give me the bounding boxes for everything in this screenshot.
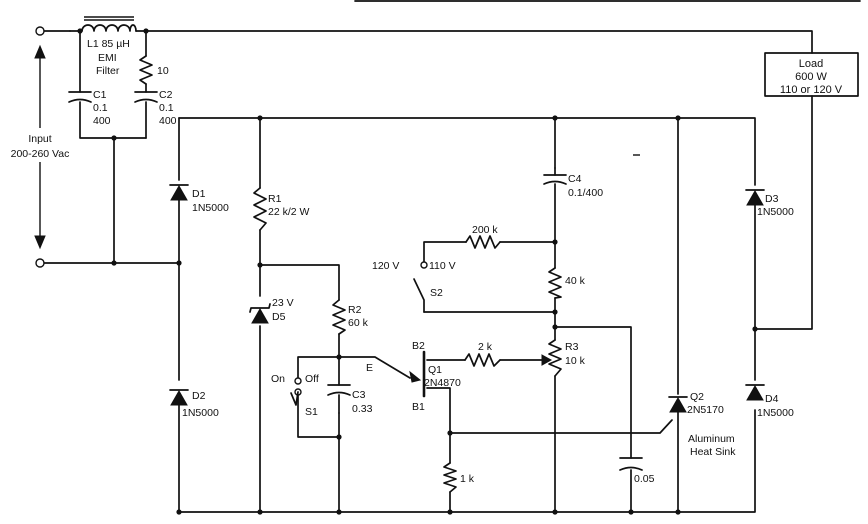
resistor-10-symbol bbox=[139, 55, 153, 85]
resistor-40k-symbol bbox=[548, 267, 562, 299]
d3-name: D3 bbox=[765, 193, 779, 205]
wiring bbox=[43, 30, 813, 513]
r2-name: R2 bbox=[348, 304, 362, 316]
r1-resistor-symbol bbox=[253, 187, 267, 231]
load-label: Load bbox=[799, 58, 823, 70]
resistor-10-label: 10 bbox=[157, 65, 169, 77]
r1-name: R1 bbox=[268, 193, 282, 205]
c3-name: C3 bbox=[352, 389, 366, 401]
load-voltage: 110 or 120 V bbox=[780, 84, 843, 96]
q1-b1-label: B1 bbox=[412, 401, 425, 413]
d1-name: D1 bbox=[192, 188, 206, 200]
resistor-40k-label: 40 k bbox=[565, 275, 586, 287]
c4-name: C4 bbox=[568, 173, 582, 185]
q2-scr-symbol bbox=[668, 396, 688, 413]
d2-name: D2 bbox=[192, 390, 206, 402]
s1-off-label: Off bbox=[305, 373, 319, 385]
c2-name: C2 bbox=[159, 89, 173, 101]
s1-name: S1 bbox=[305, 406, 318, 418]
s1-on-label: On bbox=[271, 373, 285, 385]
r2-resistor-symbol bbox=[332, 299, 346, 335]
resistor-2k-label: 2 k bbox=[478, 341, 493, 353]
d2-diode-symbol bbox=[169, 389, 189, 406]
c1-name: C1 bbox=[93, 89, 107, 101]
c3-capacitor-symbol bbox=[327, 384, 351, 414]
input-label-bg bbox=[6, 128, 76, 162]
c4-value: 0.1/400 bbox=[568, 187, 603, 199]
r3-name: R3 bbox=[565, 341, 579, 353]
c4-capacitor-symbol bbox=[543, 167, 567, 185]
heatsink-label-2: Heat Sink bbox=[690, 446, 736, 458]
q2-part: 2N5170 bbox=[687, 404, 724, 416]
input-voltage-label: 200-260 Vac bbox=[11, 148, 70, 160]
emi-label-1: EMI bbox=[98, 52, 117, 64]
c1-capacitor-symbol bbox=[68, 91, 92, 103]
d4-diode-symbol bbox=[745, 384, 765, 401]
s2-110-label: 110 V bbox=[429, 260, 456, 272]
d2-part: 1N5000 bbox=[182, 407, 219, 419]
emi-label-2: Filter bbox=[96, 65, 120, 77]
r2-value: 60 k bbox=[348, 317, 369, 329]
d1-part: 1N5000 bbox=[192, 202, 229, 214]
d3-part: 1N5000 bbox=[757, 206, 794, 218]
r1-value: 22 k/2 W bbox=[268, 206, 310, 218]
d5-name: D5 bbox=[272, 311, 286, 323]
c1-value: 0.1 bbox=[93, 102, 108, 114]
c2-value: 0.1 bbox=[159, 102, 174, 114]
q1-e-label: E bbox=[366, 362, 373, 374]
r3-potentiometer-symbol bbox=[541, 339, 562, 377]
resistor-200k-label: 200 k bbox=[472, 224, 498, 236]
q2-name: Q2 bbox=[690, 391, 704, 403]
r3-value: 10 k bbox=[565, 355, 586, 367]
resistor-2k-symbol bbox=[464, 353, 501, 367]
s2-120-label: 120 V bbox=[372, 260, 399, 272]
input-label: Input bbox=[28, 133, 51, 145]
d4-name: D4 bbox=[765, 393, 779, 405]
s2-name: S2 bbox=[430, 287, 443, 299]
s1-switch-symbol bbox=[290, 377, 302, 406]
d1-diode-symbol bbox=[169, 184, 189, 201]
d3-diode-symbol bbox=[745, 189, 765, 206]
input-terminals bbox=[34, 26, 46, 268]
d5-voltage: 23 V bbox=[272, 297, 294, 309]
load-box bbox=[764, 52, 859, 97]
c1-voltage: 400 bbox=[93, 115, 111, 127]
q1-name: Q1 bbox=[428, 364, 442, 376]
resistor-1k-label: 1 k bbox=[460, 473, 475, 485]
c3-value: 0.33 bbox=[352, 403, 373, 415]
heatsink-label-1: Aluminum bbox=[688, 433, 735, 445]
l1-inductor-symbol bbox=[81, 16, 137, 32]
junctions bbox=[77, 28, 758, 515]
q1-ujt-symbol bbox=[409, 350, 426, 398]
capacitor-005-symbol bbox=[619, 457, 643, 471]
s2-switch-symbol bbox=[413, 261, 428, 313]
resistor-1k-symbol bbox=[443, 462, 457, 493]
c2-capacitor-symbol bbox=[134, 91, 158, 103]
q1-b2-label: B2 bbox=[412, 340, 425, 352]
d5-zener-symbol bbox=[249, 303, 271, 324]
l1-label: L1 85 µH bbox=[87, 38, 130, 50]
load-power: 600 W bbox=[795, 71, 827, 83]
resistor-200k-symbol bbox=[465, 235, 501, 249]
q1-part: 2N4870 bbox=[424, 377, 461, 389]
capacitor-005-label: 0.05 bbox=[634, 473, 655, 485]
c2-voltage: 400 bbox=[159, 115, 177, 127]
d4-part: 1N5000 bbox=[757, 407, 794, 419]
